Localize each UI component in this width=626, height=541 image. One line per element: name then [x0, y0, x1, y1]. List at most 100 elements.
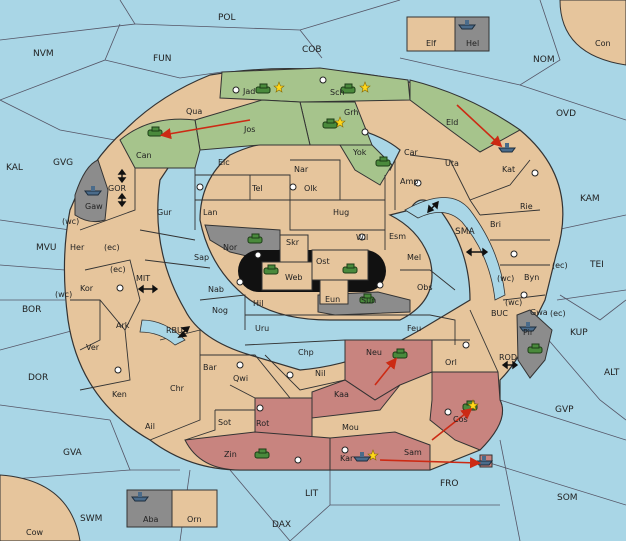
province-label-nog: Nog	[212, 306, 228, 315]
province-label-uta: Uta	[445, 159, 459, 168]
province-label-web: Web	[285, 273, 302, 282]
island-aba-orn	[126, 489, 218, 528]
army-icon	[392, 348, 408, 359]
province-label-nor: Nor	[223, 243, 238, 252]
province-label-neu: Neu	[366, 348, 382, 357]
sea-label-pol: POL	[218, 13, 236, 23]
army-icon	[255, 83, 271, 94]
sea-label-cob: COB	[302, 45, 322, 55]
army-icon	[254, 448, 270, 459]
province-label-ail: Ail	[145, 422, 155, 431]
province-label-esm: Esm	[389, 232, 406, 241]
province-label-qua: Qua	[186, 107, 202, 116]
province-label-amp: Amp	[400, 177, 418, 186]
province-label-eun: Eun	[325, 295, 340, 304]
sea-label-swm: SWM	[80, 514, 102, 524]
army-icon	[247, 233, 263, 244]
coast-marker-kor-ec: (ec)	[110, 265, 126, 274]
province-label-pir: Pir	[523, 328, 534, 337]
coast-marker-byn-ec: (ec)	[552, 261, 568, 270]
sea-label-kup: KUP	[570, 328, 588, 338]
army-icon	[147, 126, 163, 137]
province-label-gaw: Gaw	[85, 202, 103, 211]
sea-label-lit: LIT	[305, 489, 319, 499]
province-label-eld: Eld	[446, 118, 458, 127]
province-label-cos: Cos	[453, 415, 468, 424]
province-label-sma: SMA	[455, 227, 475, 237]
marker-mit: MIT	[136, 274, 150, 283]
province-label-kat: Kat	[502, 165, 515, 174]
province-label-orn: Orn	[187, 515, 202, 524]
province-label-aba: Aba	[143, 515, 159, 524]
province-label-kaa: Kaa	[334, 390, 349, 399]
order-arrows	[159, 104, 503, 469]
province-label-ark: Ark	[116, 321, 130, 330]
province-label-obs: Obs	[417, 283, 433, 292]
province-borders	[70, 154, 550, 441]
province-label-sot: Sot	[218, 418, 231, 427]
rbu-strait	[139, 319, 186, 346]
province-label-uru: Uru	[255, 324, 269, 333]
province-label-nil: Nil	[315, 369, 325, 378]
marker-rod: ROD	[499, 353, 517, 362]
crossing-arrows	[117, 168, 519, 370]
sea-label-cow: Cow	[26, 528, 43, 537]
sea-label-gvg: GVG	[53, 158, 73, 168]
army-icon	[359, 293, 375, 304]
fleet-icon	[498, 143, 516, 153]
sea-label-kal: KAL	[6, 163, 23, 173]
province-label-gur: Gur	[157, 208, 172, 217]
sea-label-con: Con	[595, 39, 611, 48]
province-label-orl: Orl	[445, 358, 457, 367]
province-label-sam: Sam	[404, 448, 422, 457]
province-label-zin: Zin	[224, 450, 237, 459]
fleet-icon	[458, 20, 476, 30]
province-label-hil: Hil	[253, 299, 263, 308]
fleet-icon	[84, 186, 102, 196]
province-label-olk: Olk	[304, 184, 318, 193]
sea-label-tei: TEI	[589, 260, 604, 270]
province-label-hug: Hug	[333, 208, 349, 217]
coast-marker-gwa-wc: (wc)	[505, 298, 522, 307]
sea-label-fun: FUN	[153, 54, 172, 64]
marker-buc: BUC	[491, 309, 508, 318]
fleet-icon	[353, 452, 371, 462]
coast-marker-gwa-ec: (ec)	[550, 309, 566, 318]
special-markers: MIT RBU GOR BUC ROD (wc) (ec) (ec) (wc) …	[55, 184, 568, 362]
sea-label-bor: BOR	[22, 305, 41, 315]
province-label-bri: Bri	[490, 220, 501, 229]
province-label-kar: Kar	[340, 454, 354, 463]
province-label-rot: Rot	[256, 419, 269, 428]
marker-gor: GOR	[108, 184, 126, 193]
supply-centers	[114, 76, 539, 464]
province-label-sun: Sun	[361, 296, 376, 305]
army-icon	[340, 83, 356, 94]
province-label-her: Her	[70, 243, 85, 252]
province-label-mel: Mel	[407, 253, 421, 262]
island-elf-hel	[406, 16, 490, 52]
province-label-mou: Mou	[342, 423, 359, 432]
sea-label-fro: FRO	[440, 479, 459, 489]
province-label-grh: Grh	[344, 108, 358, 117]
province-label-bar: Bar	[203, 363, 217, 372]
province-label-nar: Nar	[294, 165, 309, 174]
province-label-jos: Jos	[243, 125, 255, 134]
province-label-sch: Sch	[330, 88, 345, 97]
province-label-lan: Lan	[203, 208, 217, 217]
sea-label-nvm: NVM	[33, 49, 54, 59]
sea-label-nom: NOM	[533, 55, 555, 65]
army-icon	[263, 264, 279, 275]
province-label-ost: Ost	[316, 257, 330, 266]
province-label-kor: Kor	[80, 284, 94, 293]
coast-marker-byn-wc: (wc)	[497, 274, 514, 283]
fleet-icon	[131, 492, 149, 502]
province-label-hel: Hel	[466, 39, 479, 48]
coast-marker-kor-wc: (wc)	[55, 290, 72, 299]
fleet-icon	[519, 322, 537, 332]
green-provinces	[119, 67, 521, 186]
sea-label-alt: ALT	[604, 368, 620, 378]
army-icon	[375, 156, 391, 167]
star-icon	[273, 81, 479, 461]
province-label-byn: Byn	[524, 273, 539, 282]
